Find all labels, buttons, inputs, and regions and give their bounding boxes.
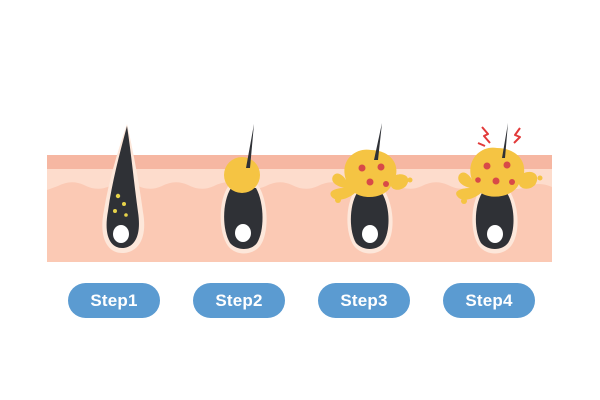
step-3-text: Step3 xyxy=(340,290,388,310)
step-1-label: Step1 xyxy=(68,283,160,318)
sebum-droplet xyxy=(537,175,543,181)
skin-surface-band xyxy=(47,155,552,169)
step-4-label: Step4 xyxy=(443,283,535,318)
skin-upper-layer xyxy=(47,169,552,190)
hair-follicle xyxy=(350,193,389,249)
step-1-text: Step1 xyxy=(90,290,138,310)
sebum-droplet xyxy=(461,198,467,204)
follicle-step-2 xyxy=(220,124,267,254)
bacteria xyxy=(475,177,481,183)
sebum-plug xyxy=(224,157,260,193)
bacteria xyxy=(483,162,491,170)
sebum-mass xyxy=(330,149,409,200)
follicle-step-3 xyxy=(330,123,413,254)
sebum-dot xyxy=(122,202,126,206)
inflamed-sebum-mass xyxy=(456,147,538,200)
bacteria xyxy=(358,164,366,172)
irritation-mark xyxy=(477,142,486,147)
hair-bulb xyxy=(113,225,129,243)
follicle-step-4 xyxy=(456,123,543,254)
hair-follicle xyxy=(106,126,139,248)
hair-shaft xyxy=(374,123,382,160)
bacteria xyxy=(509,179,515,185)
step-3-label: Step3 xyxy=(318,283,410,318)
sebum-droplet xyxy=(407,177,413,183)
irritation-mark xyxy=(513,127,521,144)
irritation-mark xyxy=(481,126,491,144)
irritation-marks xyxy=(477,126,521,147)
hair-follicle xyxy=(475,193,514,249)
step-4-text: Step4 xyxy=(465,290,513,310)
bacteria xyxy=(377,163,385,171)
follicle-step-1 xyxy=(102,124,145,253)
hair-shaft xyxy=(502,123,508,158)
bacteria xyxy=(503,161,511,169)
bacteria-cluster xyxy=(358,163,389,187)
bacteria-cluster xyxy=(475,161,515,185)
bacteria xyxy=(492,177,500,185)
bacteria xyxy=(366,178,374,186)
hair-follicle xyxy=(224,188,263,249)
step-2-text: Step2 xyxy=(215,290,263,310)
hair-shaft xyxy=(246,124,254,168)
step-2-label: Step2 xyxy=(193,283,285,318)
sebum-dot xyxy=(115,193,121,199)
sebum-dot xyxy=(124,213,128,217)
hair-bulb xyxy=(362,225,378,243)
hair-bulb xyxy=(235,224,251,242)
sebum-dot xyxy=(113,209,117,213)
hair-bulb xyxy=(487,225,503,243)
sebum-droplet xyxy=(335,197,341,203)
bacteria xyxy=(383,181,389,187)
